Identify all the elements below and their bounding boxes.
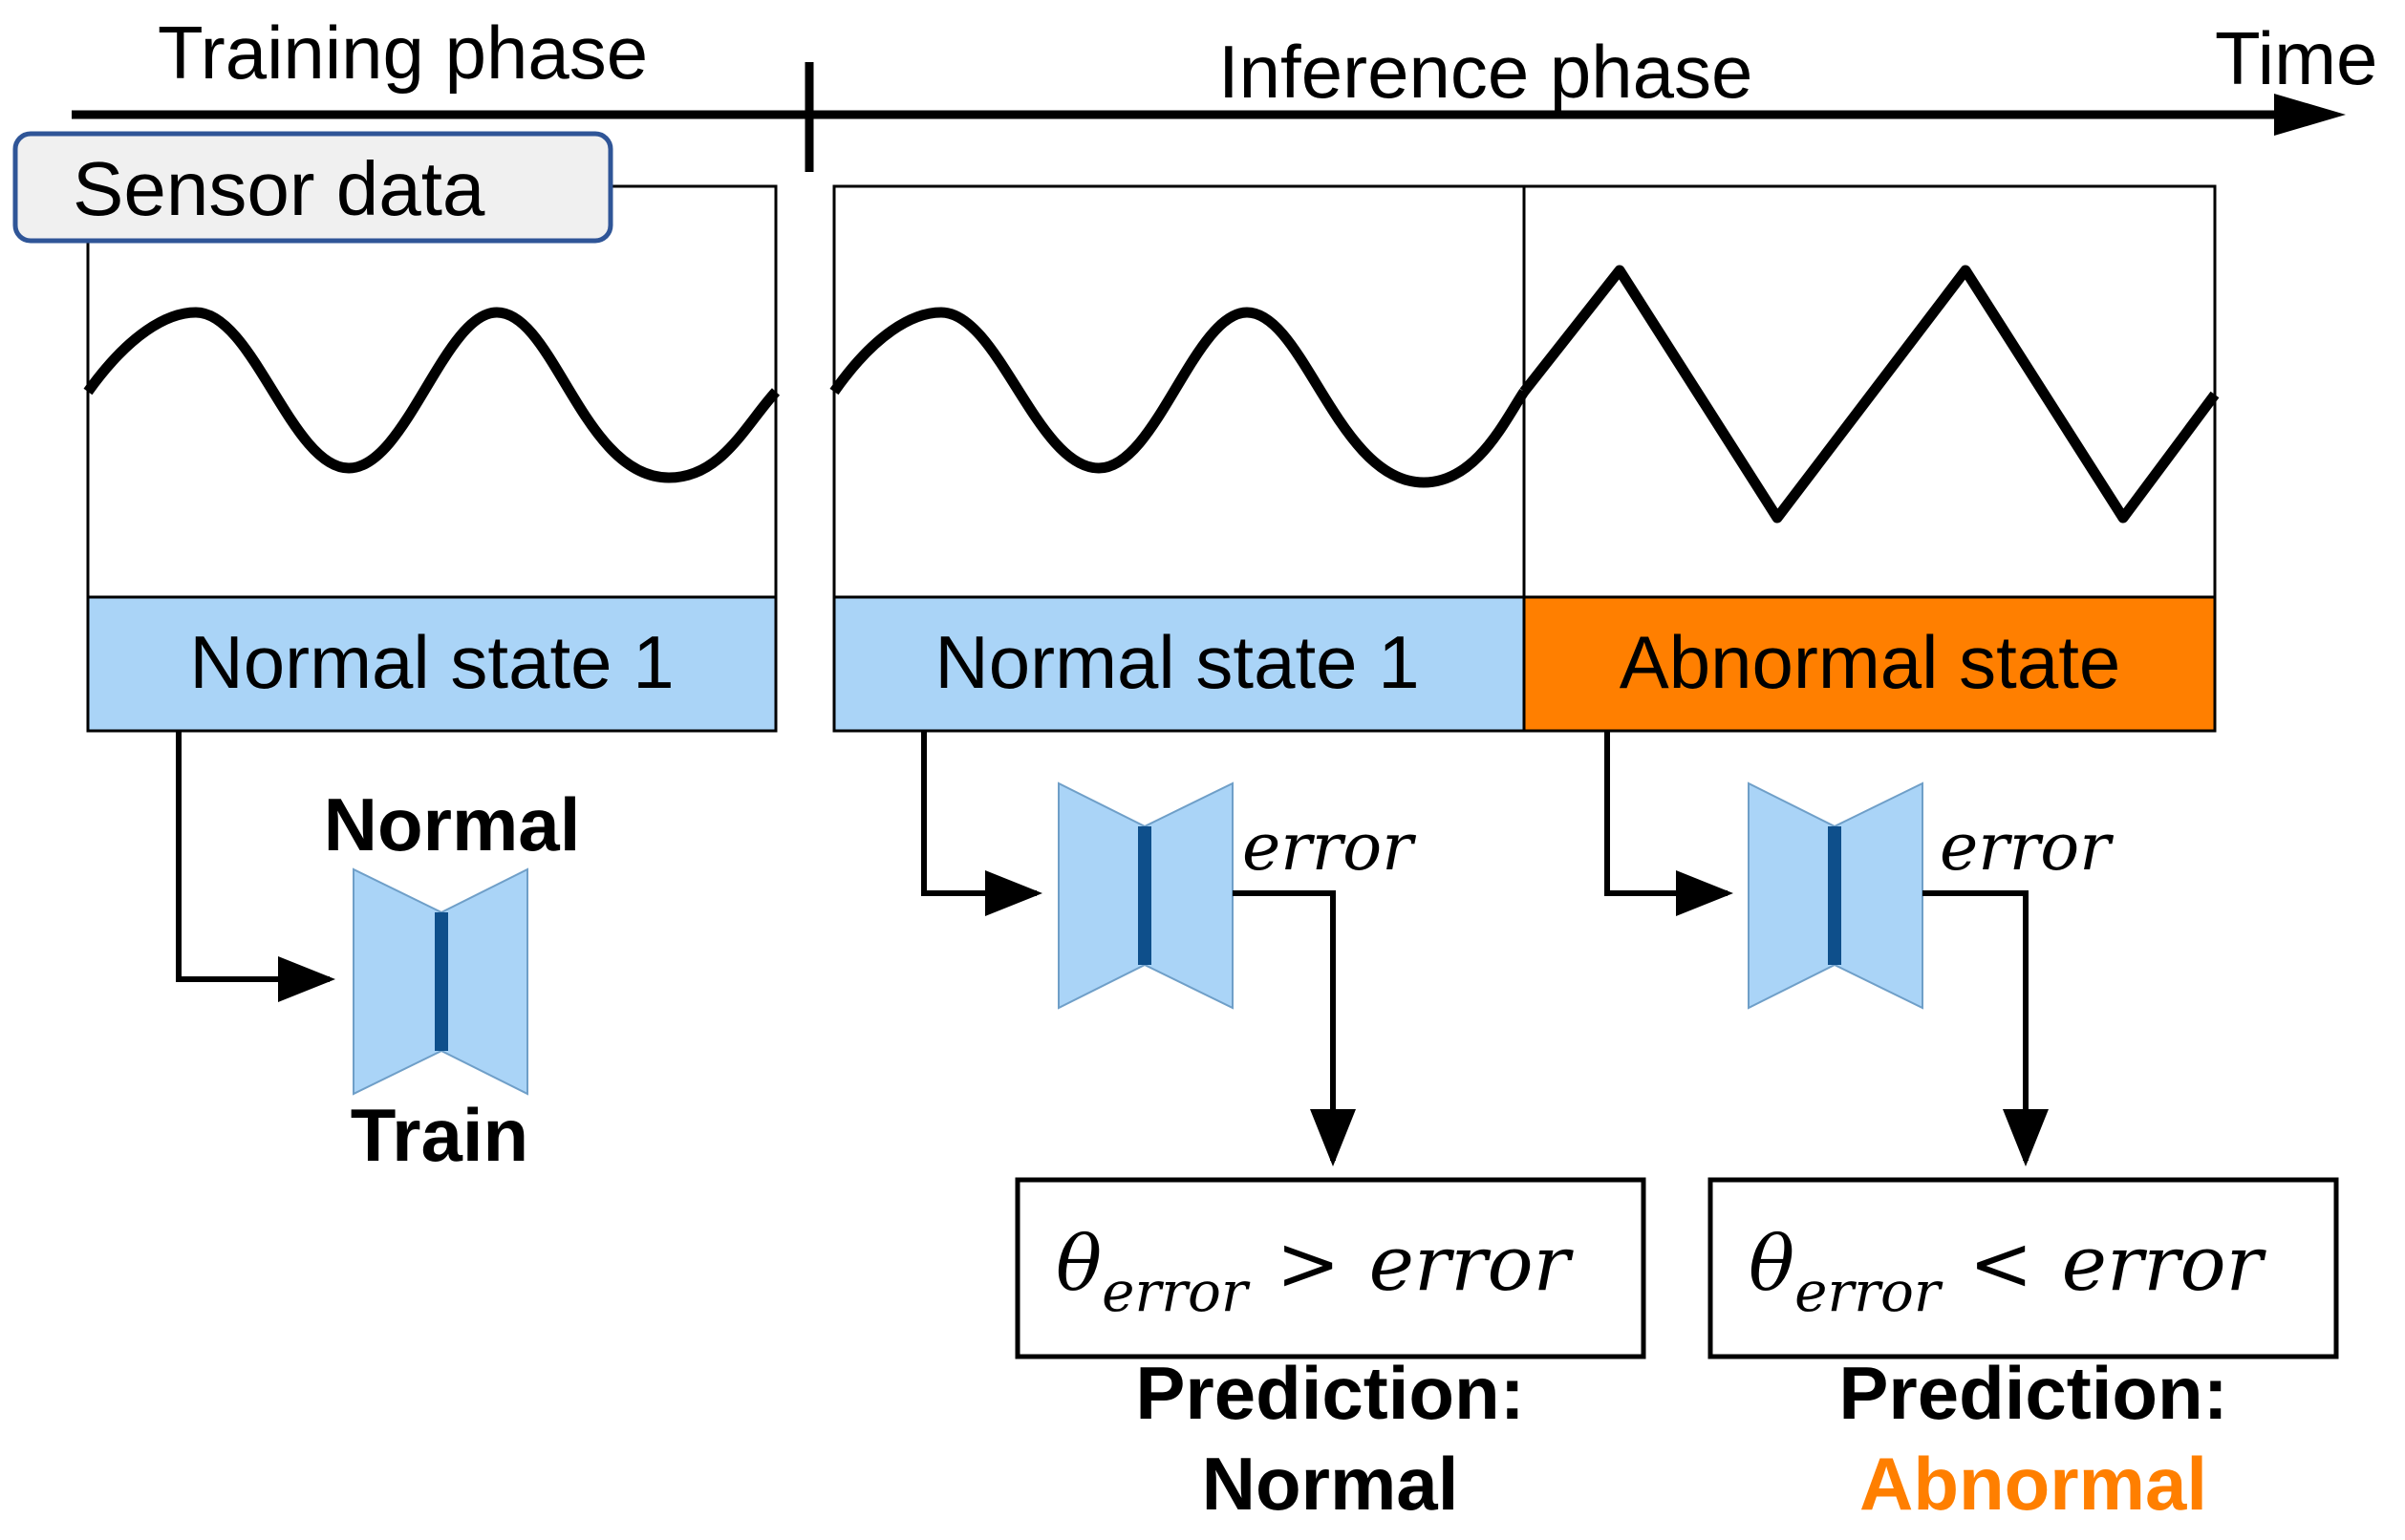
inference-abnormal-wave <box>1519 265 2220 524</box>
inference-normal-autoencoder-icon <box>1058 781 1234 1010</box>
training-arrow-icon <box>176 731 335 1002</box>
inference-normal-wave <box>829 307 1529 488</box>
inference-normal-output-arrow-icon <box>1233 890 1356 1166</box>
inference-abnormal-prediction-value: Abnormal <box>1859 1442 2207 1526</box>
inference-normal-input-arrow-icon <box>921 731 1042 916</box>
inference-abnormal-input-arrow-icon <box>1604 731 1733 916</box>
time-arrow-icon <box>2274 94 2346 136</box>
training-normal-label: Normal <box>324 782 581 866</box>
training-sensor-panel: Normal state 1 <box>83 184 781 733</box>
condition-theta: θ <box>1749 1219 1794 1308</box>
inference-abnormal-autoencoder-icon <box>1748 781 1923 1010</box>
inference-abnormal-prediction-title: Prediction: <box>1838 1351 2227 1435</box>
inference-abnormal-output-arrow-icon <box>1922 890 2049 1166</box>
sensor-data-tag: Sensor data <box>12 131 613 244</box>
inference-phase-label: Inference phase <box>1218 30 1752 114</box>
condition-operator: > <box>1277 1219 1341 1308</box>
training-branch: Normal Train <box>176 731 581 1177</box>
training-normal-wave <box>83 307 781 483</box>
inference-abnormal-state-label: Abnormal state <box>1620 620 2121 704</box>
condition-subscript: error <box>1794 1259 1943 1324</box>
sensor-data-label: Sensor data <box>73 146 485 231</box>
inference-abnormal-band <box>1522 595 2217 733</box>
inference-sensor-panel: Normal state 1 Abnormal state <box>829 184 2220 733</box>
condition-subscript: error <box>1102 1259 1251 1324</box>
condition-theta: θ <box>1056 1219 1102 1308</box>
inference-normal-condition: θerror>error <box>1056 1219 1575 1324</box>
condition-operator: < <box>1969 1219 2033 1308</box>
inference-normal-band <box>832 595 1526 733</box>
inference-normal-condition-box <box>1015 1177 1646 1359</box>
inference-abnormal-error-label: error <box>1940 810 2114 886</box>
inference-abnormal-condition: θerror<error <box>1749 1219 2267 1324</box>
training-phase-label: Training phase <box>158 11 648 95</box>
inference-abnormal-condition-box <box>1707 1177 2339 1359</box>
inference-normal-state-label: Normal state 1 <box>934 620 1419 704</box>
training-state-label: Normal state 1 <box>189 620 674 704</box>
inference-normal-branch: error θerror>error Prediction: Normal <box>921 731 1646 1526</box>
inference-abnormal-branch: error θerror<error Prediction: Abnormal <box>1604 731 2339 1526</box>
time-label: Time <box>2215 16 2377 100</box>
inference-normal-prediction-title: Prediction: <box>1135 1351 1524 1435</box>
training-train-label: Train <box>351 1093 528 1177</box>
training-state-band <box>86 595 778 733</box>
inference-normal-prediction-value: Normal <box>1202 1442 1459 1526</box>
training-autoencoder-icon <box>353 867 528 1096</box>
condition-rhs: error <box>2062 1219 2267 1308</box>
inference-normal-error-label: error <box>1242 810 1416 886</box>
condition-rhs: error <box>1369 1219 1575 1308</box>
timeline: Training phase Inference phase Time <box>72 11 2377 172</box>
